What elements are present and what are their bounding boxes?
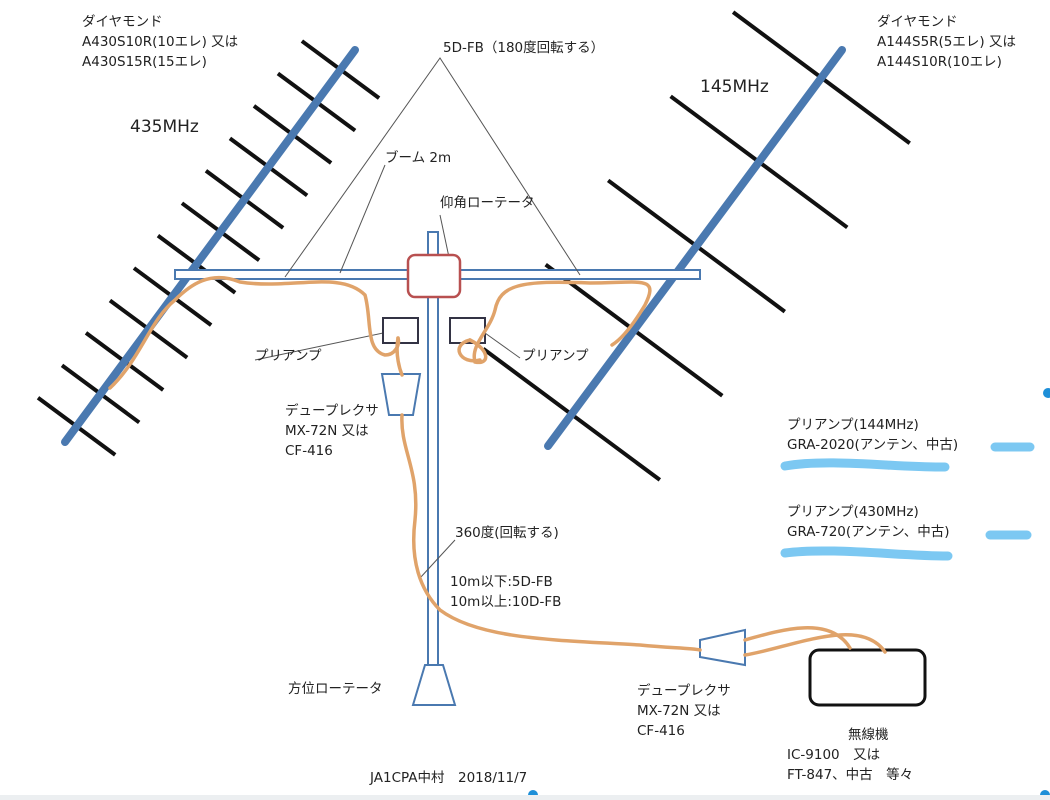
duplexer-model1: MX-72N 又は xyxy=(637,703,721,719)
duplexer-model2: CF-416 xyxy=(285,443,333,459)
duplexer-name: デュープレクサ xyxy=(637,683,731,699)
radio-model1: IC-9100 又は xyxy=(787,747,881,763)
right-antenna-spec: ダイヤモンド A144S5R(5エレ) 又は A144S10R(10エレ) xyxy=(877,12,1016,72)
preamp-right-label: プリアンプ xyxy=(522,348,589,364)
preamp-left-label: プリアンプ xyxy=(255,348,322,364)
note-title: プリアンプ(144MHz) xyxy=(787,417,919,433)
cable-long-label: 10m以上:10D-FB xyxy=(450,594,562,610)
radio-model2: FT-847、中古 等々 xyxy=(787,767,914,783)
duplexer-model2: CF-416 xyxy=(637,723,685,739)
cable-label-leader xyxy=(284,57,581,278)
cable-short-label: 10m以下:5D-FB xyxy=(450,574,553,590)
duplexer-top-shape xyxy=(380,373,422,416)
rotation-label: 360度(回転する) xyxy=(455,525,559,541)
right-band: 145MHz xyxy=(700,77,769,97)
left-yagi-boom xyxy=(61,46,359,446)
elevation-rotator xyxy=(406,253,462,299)
duplexer-bottom-shape xyxy=(699,628,746,667)
right-model1: A144S5R(5エレ) 又は xyxy=(877,34,1016,50)
left-model1: A430S10R(10エレ) 又は xyxy=(82,34,239,50)
credit: JA1CPA中村 2018/11/7 xyxy=(370,770,528,786)
left-maker: ダイヤモンド xyxy=(82,14,163,30)
bottom-bar xyxy=(0,795,1050,800)
left-band: 435MHz xyxy=(130,117,199,137)
preamp-note-144: プリアンプ(144MHz) GRA-2020(アンテン、中古) xyxy=(787,415,958,455)
left-antenna-spec: ダイヤモンド A430S10R(10エレ) 又は A430S15R(15エレ) xyxy=(82,12,238,72)
left-model2: A430S15R(15エレ) xyxy=(82,54,207,70)
right-yagi-boom xyxy=(544,46,846,450)
duplexer-name: デュープレクサ xyxy=(285,403,379,419)
duplexer-model1: MX-72N 又は xyxy=(285,423,369,439)
preamp-left-box xyxy=(382,317,419,344)
coax-cable xyxy=(108,275,887,657)
right-model2: A144S10R(10エレ) xyxy=(877,54,1002,70)
redaction-marks xyxy=(780,442,1035,561)
preamp-note-430: プリアンプ(430MHz) GRA-720(アンテン、中古) xyxy=(787,502,950,542)
radio-box xyxy=(808,648,927,707)
right-maker: ダイヤモンド xyxy=(877,14,958,30)
radio-label: 無線機 xyxy=(848,727,889,743)
note-model: GRA-720(アンテン、中古) xyxy=(787,524,950,540)
duplexer-bottom-label: デュープレクサ MX-72N 又は CF-416 xyxy=(637,681,731,741)
duplexer-top-label: デュープレクサ MX-72N 又は CF-416 xyxy=(285,401,379,461)
note-title: プリアンプ(430MHz) xyxy=(787,504,919,520)
elevation-rotator-label: 仰角ローテータ xyxy=(440,195,535,211)
azimuth-rotator-label: 方位ローテータ xyxy=(288,681,383,697)
azimuth-rotator-shape xyxy=(411,664,457,706)
cable-top-label: 5D-FB（180度回転する） xyxy=(443,40,605,56)
note-model: GRA-2020(アンテン、中古) xyxy=(787,437,959,453)
handle-dot xyxy=(1043,388,1050,398)
boom-label: ブーム 2m xyxy=(385,150,452,166)
